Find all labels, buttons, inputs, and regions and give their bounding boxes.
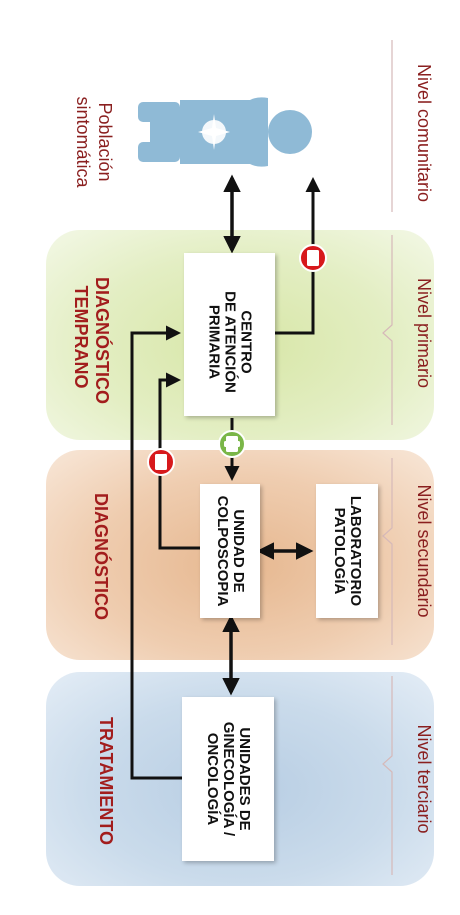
level-primary-label: Nivel primario — [414, 277, 434, 389]
primary-care-box — [184, 253, 275, 416]
oncology-line1: UNIDADES DE — [236, 727, 253, 831]
phase-early-line1: DIAGNÓSTICO — [92, 277, 112, 405]
symptom-spark-icon — [198, 114, 230, 150]
pathology-label: LABORATORIO PATOLOGÍA — [331, 484, 364, 618]
colposcopy-line2: COLPOSCOPIA — [214, 495, 231, 607]
population-label-line1: Población — [95, 102, 115, 182]
oncology-box — [182, 697, 274, 861]
oncology-line3: ONCOLOGÍA — [204, 732, 221, 826]
pathology-line2: PATOLOGÍA — [331, 507, 348, 595]
primary-care-line3: PRIMARIA — [205, 304, 223, 380]
phase-diagnosis: DIAGNÓSTICO — [91, 493, 111, 621]
phase-early-line2: TEMPRANO — [71, 285, 91, 389]
level-tertiary-label: Nivel terciario — [414, 724, 434, 834]
phase-early-diagnosis: DIAGNÓSTICO TEMPRANO — [70, 277, 112, 405]
level-community-label: Nivel comunitario — [414, 63, 434, 203]
minus-circle-icon — [299, 244, 327, 272]
colposcopy-label: UNIDAD DE COLPOSCOPIA — [214, 484, 247, 618]
negative-return-arrow — [275, 177, 321, 335]
oncology-label: UNIDADES DE GINECOLOGÍA / ONCOLOGÍA — [204, 697, 253, 861]
pathology-box — [316, 484, 378, 618]
primary-care-line1: CENTRO — [237, 310, 255, 374]
phase-treatment: TRATAMIENTO — [96, 717, 116, 845]
oncology-return-arrow — [130, 325, 182, 780]
pathology-line1: LABORATORIO — [347, 495, 364, 607]
colposcopy-line1: UNIDAD DE — [230, 509, 247, 593]
level-secondary-label: Nivel secundario — [414, 484, 434, 618]
primary-care-line2: DE ATENCIÓN — [221, 291, 239, 393]
colposcopy-box — [200, 484, 260, 618]
population-label-line2: sintomática — [73, 96, 93, 188]
population-label: Población sintomática — [72, 92, 116, 192]
level-dividers — [382, 40, 393, 875]
minus-circle-icon — [147, 448, 175, 476]
primary-care-label: CENTRO DE ATENCIÓN PRIMARIA — [205, 261, 255, 424]
oncology-line2: GINECOLOGÍA / — [220, 721, 237, 837]
plus-circle-icon — [218, 430, 246, 458]
